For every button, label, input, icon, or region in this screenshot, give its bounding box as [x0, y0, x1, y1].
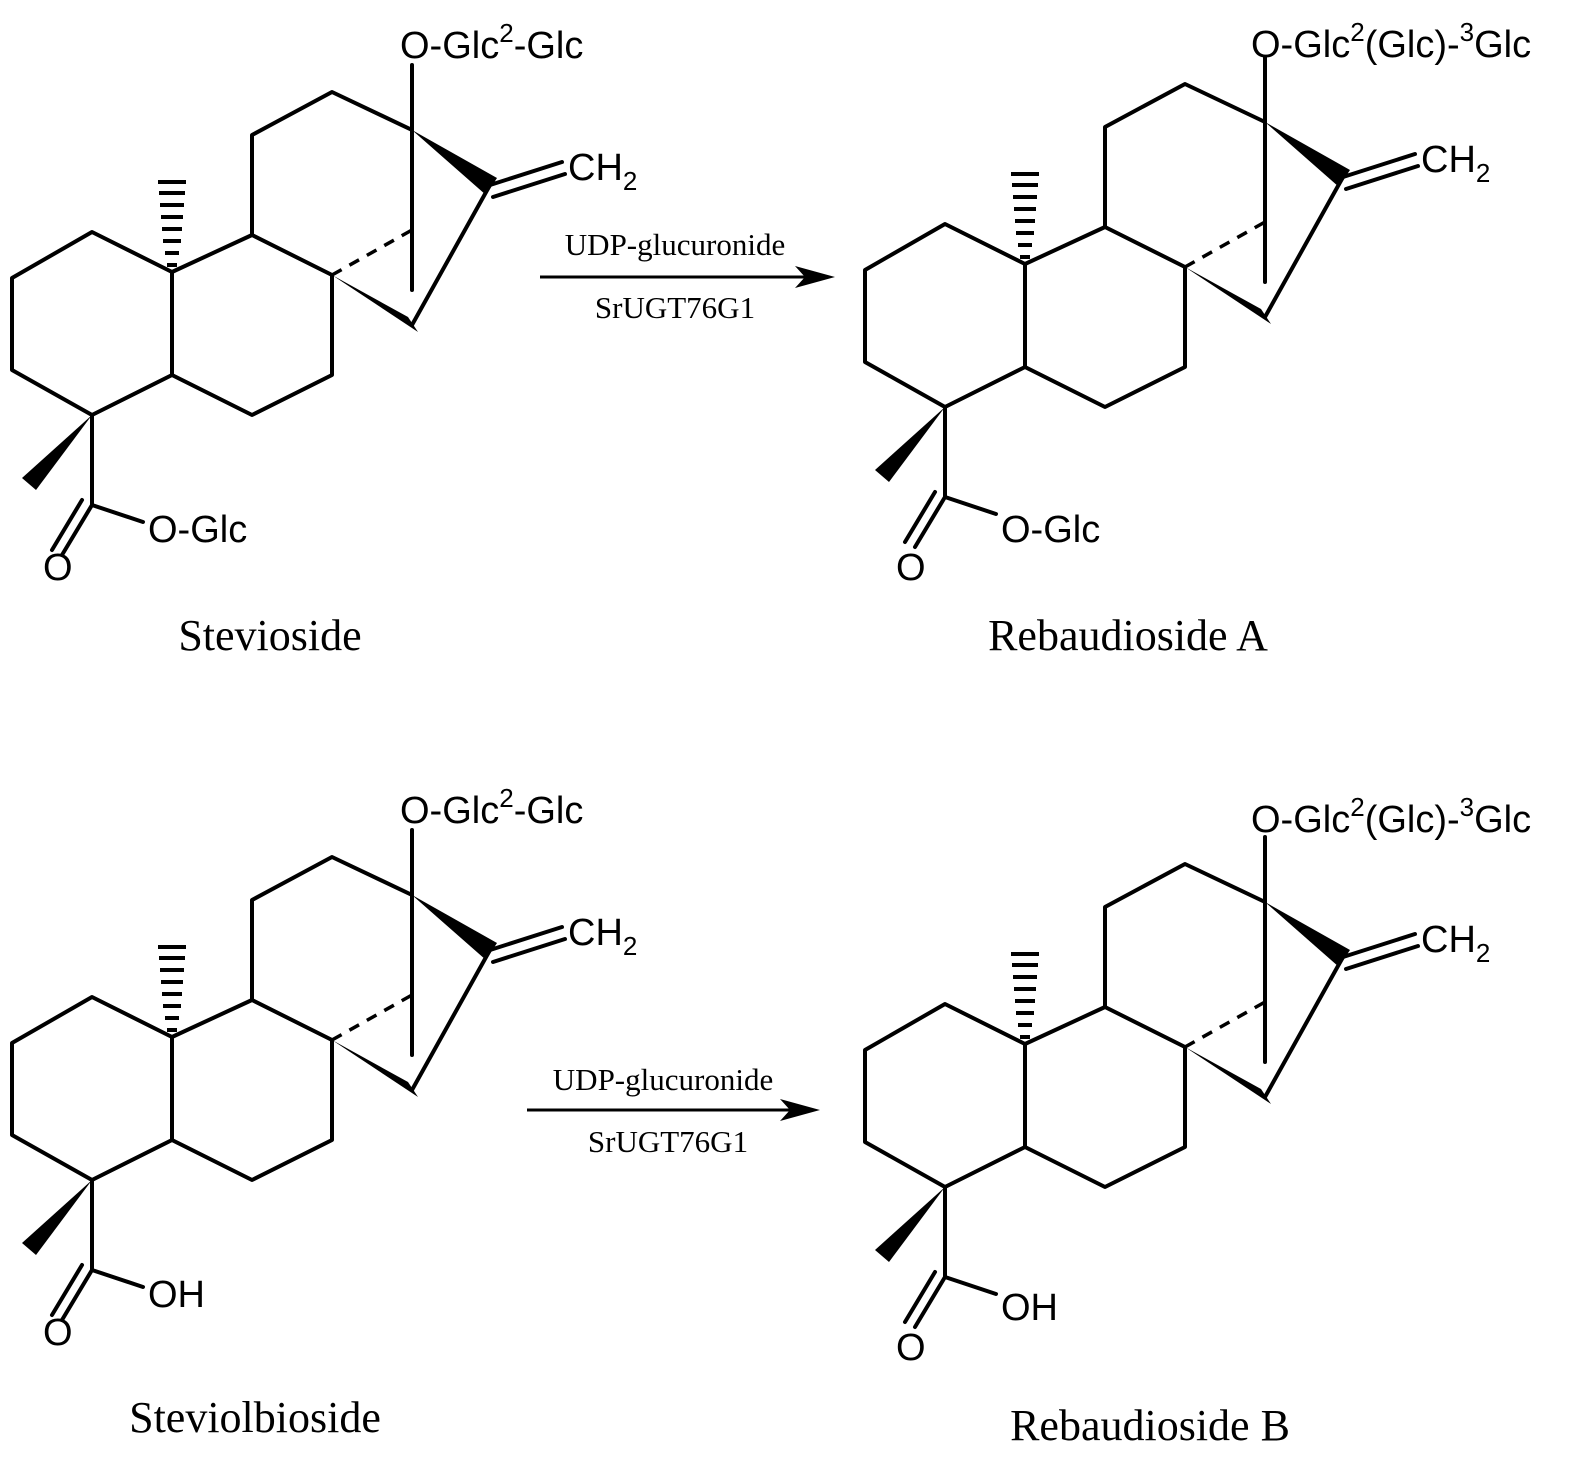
- compound-name-steviolbioside: Steviolbioside: [129, 1393, 381, 1442]
- reagent-above: UDP-glucuronide: [565, 227, 785, 262]
- reagent-above: UDP-glucuronide: [553, 1062, 773, 1097]
- methylene-label: CH2: [568, 912, 637, 961]
- carbonyl-oxygen: O: [43, 1312, 73, 1354]
- c13-substituent: O-Glc2-Glc: [400, 783, 583, 832]
- reagent-below: SrUGT76G1: [588, 1124, 748, 1159]
- methylene-label: CH2: [1421, 139, 1490, 188]
- steviolbioside-structure: O-Glc2-Glc CH2 O OH: [10, 783, 637, 1354]
- stevioside-structure: O-Glc2-Glc CH2 O O-Glc: [10, 18, 637, 589]
- carbonyl-oxygen: O: [43, 547, 73, 589]
- compound-name-rebaudioside-a: Rebaudioside A: [988, 611, 1268, 660]
- rebaudioside-a-structure: O-Glc2(Glc)-3Glc CH2 O O-Glc: [863, 17, 1531, 589]
- ester-group: O-Glc: [1001, 509, 1100, 551]
- methylene-label: CH2: [568, 147, 637, 196]
- reaction-2: O-Glc2-Glc CH2 O OH Steviolbioside UDP-g…: [10, 783, 1531, 1450]
- compound-name-stevioside: Stevioside: [178, 611, 361, 660]
- compound-name-rebaudioside-b: Rebaudioside B: [1010, 1401, 1290, 1450]
- reaction-1: O-Glc2-Glc CH2 O O-Glc Stevioside UDP-gl…: [10, 17, 1531, 660]
- c13-substituent: O-Glc2-Glc: [400, 18, 583, 67]
- reaction-arrow-2: UDP-glucuronide SrUGT76G1: [527, 1062, 820, 1159]
- hydroxyl-group: OH: [1001, 1287, 1058, 1329]
- methylene-label: CH2: [1421, 919, 1490, 968]
- ester-group: O-Glc: [148, 509, 247, 551]
- carbonyl-oxygen: O: [896, 547, 926, 589]
- rebaudioside-b-structure: O-Glc2(Glc)-3Glc CH2 O OH: [863, 792, 1531, 1369]
- c13-substituent: O-Glc2(Glc)-3Glc: [1251, 792, 1531, 841]
- c13-substituent: O-Glc2(Glc)-3Glc: [1251, 17, 1531, 66]
- carbonyl-oxygen: O: [896, 1327, 926, 1369]
- reaction-arrow-1: UDP-glucuronide SrUGT76G1: [540, 227, 835, 325]
- hydroxyl-group: OH: [148, 1274, 205, 1316]
- reagent-below: SrUGT76G1: [595, 290, 755, 325]
